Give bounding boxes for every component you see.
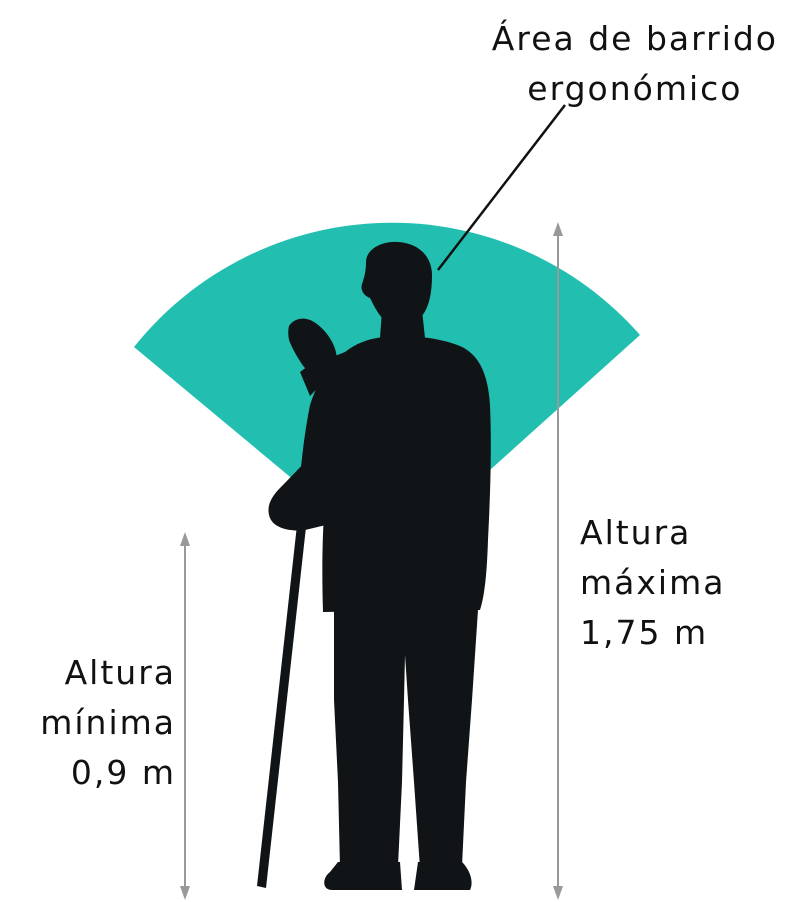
- min-height-line-1: Altura: [40, 648, 176, 698]
- cane: [257, 525, 306, 888]
- min-height-line-2: mínima: [40, 698, 176, 748]
- max-height-label: Altura máxima 1,75 m: [580, 508, 725, 658]
- title-line-2: ergonómico: [492, 64, 778, 114]
- max-height-line-1: Altura: [580, 508, 725, 558]
- min-height-value: 0,9 m: [40, 748, 176, 798]
- min-height-arrow: [180, 532, 190, 900]
- min-height-label: Altura mínima 0,9 m: [40, 648, 176, 798]
- max-height-value: 1,75 m: [580, 608, 725, 658]
- title-label: Área de barrido ergonómico: [492, 14, 778, 114]
- max-height-line-2: máxima: [580, 558, 725, 608]
- title-line-1: Área de barrido: [492, 14, 778, 64]
